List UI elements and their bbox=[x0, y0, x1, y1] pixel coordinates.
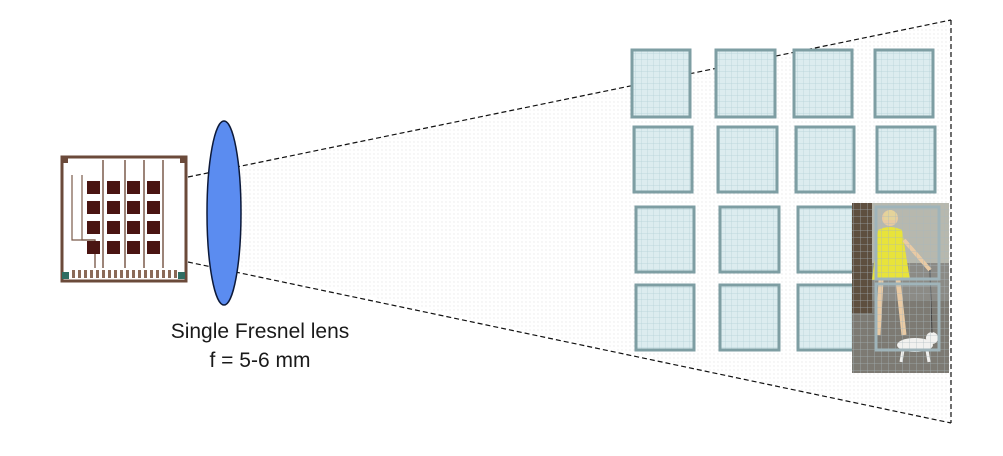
bond-pad bbox=[102, 270, 105, 278]
projected-cell bbox=[716, 125, 779, 194]
sensor-pixel bbox=[107, 241, 120, 254]
projected-cell bbox=[718, 283, 781, 352]
bond-pad bbox=[96, 270, 99, 278]
projected-cell bbox=[794, 125, 856, 194]
projected-cell bbox=[634, 283, 696, 352]
bond-pad bbox=[162, 270, 165, 278]
sensor-pixel bbox=[127, 201, 140, 214]
focal-length-label: f = 5-6 mm bbox=[209, 349, 311, 372]
bond-pad bbox=[132, 270, 135, 278]
photo-mesh-overlay bbox=[852, 203, 949, 373]
sensor-pixel bbox=[147, 221, 160, 234]
sensor-corner bbox=[62, 157, 68, 163]
projected-cell bbox=[873, 48, 935, 119]
bond-pad bbox=[174, 270, 177, 278]
bond-pad bbox=[120, 270, 123, 278]
sensor-pixel bbox=[147, 181, 160, 194]
pedestrian-with-dog-photo-icon bbox=[852, 203, 949, 373]
bond-pad bbox=[108, 270, 111, 278]
bond-pad bbox=[144, 270, 147, 278]
bond-pad bbox=[90, 270, 93, 278]
sensor-corner-pad bbox=[178, 272, 185, 279]
sensor-corner bbox=[180, 157, 186, 163]
photo-cell-outline bbox=[874, 282, 941, 352]
sensor-pixel bbox=[127, 241, 140, 254]
sensor-pixel bbox=[87, 221, 100, 234]
sensor-pixel bbox=[147, 241, 160, 254]
bond-pad bbox=[126, 270, 129, 278]
sensor-pixel bbox=[107, 221, 120, 234]
sensor-pixel bbox=[87, 201, 100, 214]
projected-cell bbox=[796, 205, 858, 274]
sensor-frame bbox=[60, 155, 188, 283]
projected-cell bbox=[875, 125, 937, 194]
sensor-pixel bbox=[87, 181, 100, 194]
sensor-chip-icon bbox=[60, 155, 188, 283]
bond-pad bbox=[114, 270, 117, 278]
sensor-corner-pad bbox=[62, 272, 69, 279]
sensor-pixel bbox=[127, 181, 140, 194]
sensor-pixel bbox=[87, 241, 100, 254]
photo-cell-outline bbox=[874, 205, 941, 281]
sensor-pixel bbox=[147, 201, 160, 214]
lens-label: Single Fresnel lens bbox=[170, 320, 350, 343]
lens-icon bbox=[206, 120, 242, 306]
projected-cell bbox=[792, 48, 854, 119]
bond-pad bbox=[72, 270, 75, 278]
projected-grid bbox=[630, 48, 937, 352]
projected-cell bbox=[632, 125, 694, 194]
projected-cell bbox=[630, 48, 692, 119]
bond-pad bbox=[84, 270, 87, 278]
sensor-pixel bbox=[107, 181, 120, 194]
bond-pad bbox=[156, 270, 159, 278]
sensor-pixel bbox=[107, 201, 120, 214]
sensor-pixel-array bbox=[87, 181, 160, 254]
projected-cell bbox=[714, 48, 777, 119]
sensor-pixel bbox=[127, 221, 140, 234]
bond-pad bbox=[138, 270, 141, 278]
bond-pad bbox=[168, 270, 171, 278]
frustum-bottom-ray bbox=[187, 261, 952, 424]
projected-cell bbox=[796, 283, 858, 352]
projected-cell bbox=[634, 205, 696, 274]
frustum-top-ray bbox=[187, 19, 952, 178]
projected-cell bbox=[718, 205, 781, 274]
sensor-bond-pads bbox=[72, 270, 177, 278]
bond-pad bbox=[78, 270, 81, 278]
bond-pad bbox=[150, 270, 153, 278]
